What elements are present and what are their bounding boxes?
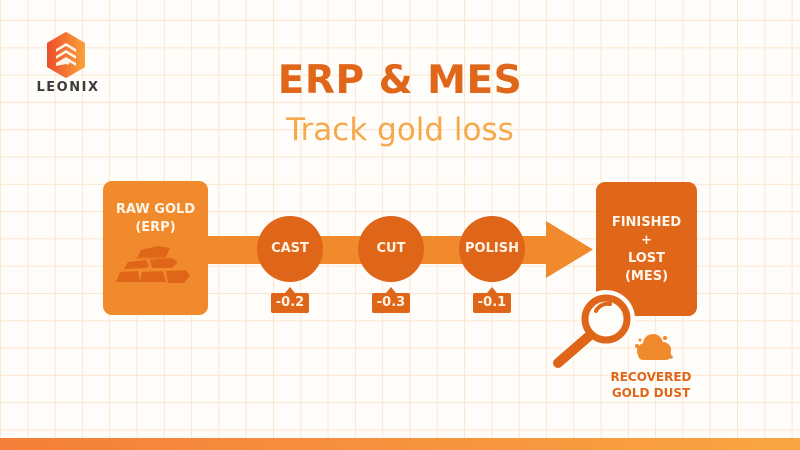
finished-line1: FINISHED	[611, 215, 682, 230]
raw-gold-line2: (ERP)	[135, 220, 176, 235]
finished-line4: (MES)	[624, 269, 669, 284]
finished-lost-label: FINISHED + LOST (MES)	[596, 214, 697, 286]
step-polish-label: POLISH	[465, 241, 519, 256]
flow-arrow-head	[546, 221, 593, 278]
bottom-accent-bar	[0, 438, 800, 450]
leonix-logo-icon	[47, 32, 85, 78]
gold-dust-cloud-icon	[635, 334, 673, 360]
recovered-line1: RECOVERED	[610, 370, 692, 384]
loss-badge-polish: -0.1	[473, 293, 511, 313]
finished-line2: +	[641, 233, 652, 248]
step-polish-circle	[459, 216, 525, 282]
loss-badge-cast: -0.2	[271, 293, 309, 313]
finished-line3: LOST	[627, 251, 666, 266]
raw-gold-label: RAW GOLD (ERP)	[103, 201, 208, 237]
brand-name: LEONIX	[36, 80, 100, 95]
page-subtitle: Track gold loss	[286, 112, 514, 148]
step-cast-circle	[257, 216, 323, 282]
recovered-line2: GOLD DUST	[611, 386, 691, 400]
recovered-gold-dust-label: RECOVERED GOLD DUST	[596, 369, 706, 401]
step-cut-label: CUT	[376, 241, 406, 256]
gold-bars-icon	[116, 246, 190, 283]
page-title: ERP & MES	[277, 58, 523, 103]
step-cast-label: CAST	[271, 241, 309, 256]
finished-lost-box	[596, 182, 697, 316]
step-cut-circle	[358, 216, 424, 282]
magnifier-icon	[550, 290, 635, 371]
loss-badge-cut: -0.3	[372, 293, 410, 313]
raw-gold-line1: RAW GOLD	[115, 202, 196, 217]
